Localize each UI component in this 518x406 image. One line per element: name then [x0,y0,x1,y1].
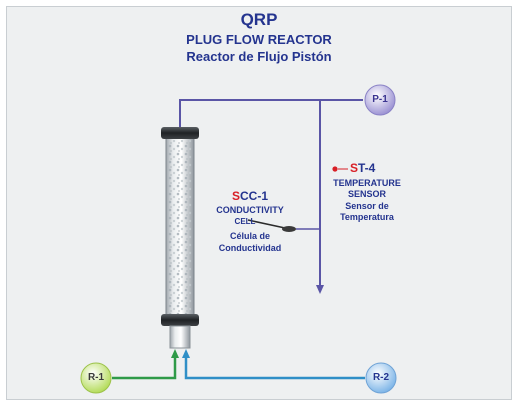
reactor-top-cap [161,127,199,139]
conductivity-cell-label-es-2: Conductividad [218,243,282,253]
conductivity-cell-code: SCC-1 [195,189,305,203]
temperature-sensor-label-en-2: SENSOR [347,189,386,199]
conductivity-cell-code-prefix: S [231,189,240,203]
r1-label: R-1 [87,372,105,383]
conductivity-cell-label-en-2: CELL [234,217,256,226]
conductivity-cell-label-en-1: CONDUCTIVITY [216,205,284,215]
r2-arrow [182,349,190,358]
diagram-title-code: QRP [240,10,278,29]
r2-label: R-2 [372,372,390,383]
temperature-sensor-code: ST-4 [350,161,375,175]
temperature-sensor-label-es-1: Sensor de [345,201,389,211]
p1-label: P-1 [372,94,388,105]
reactor-inlet-pipe [169,325,191,349]
r2-node [365,362,397,394]
temperature-sensor-label-en-1: TEMPERATURE [333,178,401,188]
temperature-sensor-label-es-2: Temperatura [340,212,394,222]
temperature-sensor-code-rest: T-4 [358,161,376,175]
diagram-title-es: Reactor de Flujo Pistón [186,49,332,64]
r1-line [112,356,177,380]
r2-line [184,356,365,380]
temperature-sensor-code-prefix: S [350,161,359,175]
diagram-title-en: PLUG FLOW REACTOR [186,32,332,47]
conductivity-probe [282,226,296,232]
reactor-bottom-cap [161,314,199,326]
r1-node [80,362,112,394]
conductivity-cell-code-rest: CC-1 [240,189,269,203]
plug-flow-reactor [161,127,199,349]
p1-line [179,99,321,288]
p1-node [364,84,396,116]
conductivity-probe-wire [247,219,286,229]
diagram-panel [6,6,512,400]
temperature-sensor-dot [332,166,338,172]
p1-arrow [316,285,324,294]
r1-arrow [171,349,179,358]
conductivity-cell-label-es-1: Célula de [229,231,270,241]
